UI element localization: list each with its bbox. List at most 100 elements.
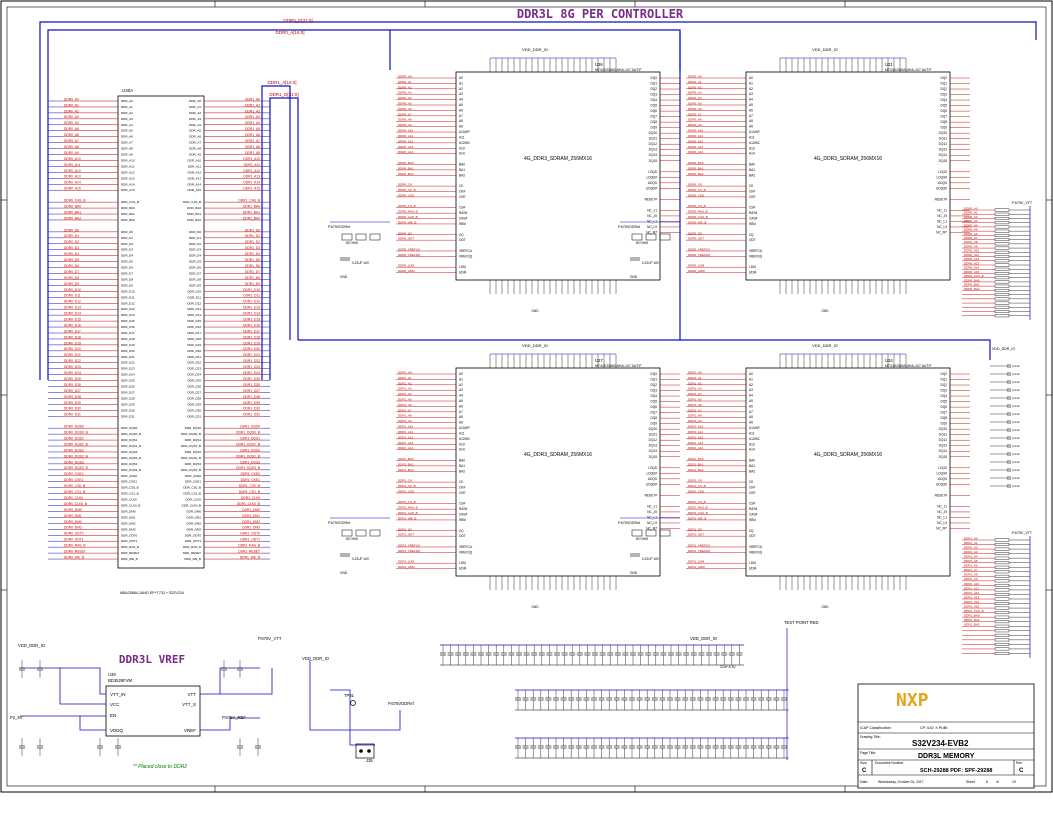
dram-pin: NC_L1 [647, 219, 657, 223]
net-label: DDR0_A8 [688, 118, 702, 122]
dram-pin: LDM [749, 561, 756, 565]
net-label: DDR0_A6 [64, 133, 79, 137]
dram-pin: A10/AP [749, 130, 760, 134]
dram-pin: NC_L1 [937, 515, 947, 519]
pin-name: DDR_D8 [189, 277, 201, 281]
net-label: DDR0_CS_B [398, 204, 416, 208]
dram-pin: DQ0 [940, 76, 947, 80]
net-label: DDR1_RAS_B [238, 544, 260, 548]
sheet-label: Sheet [966, 780, 975, 784]
net-label: DDR0_A6 [688, 107, 702, 111]
dram-pin: A1 [749, 81, 753, 85]
dram-pin: RAS# [749, 211, 758, 215]
net-label: DDR0_D13 [64, 306, 81, 310]
net-label: DDR1_A2 [964, 545, 978, 549]
pin-name: DDR_D1 [121, 236, 133, 240]
net-label: DDR1_A2 [245, 109, 260, 113]
net-label: TEST POINT RED [784, 620, 819, 625]
dram-pin: A8 [459, 415, 463, 419]
pin-name: DDR_D17 [121, 331, 135, 335]
net-label: DDR0_CKE [398, 193, 414, 197]
dram-pin: A12/BC [459, 437, 471, 441]
dram-pin: A13 [459, 146, 465, 150]
controller-u30a: U30A MBA25684-1ANG EP+T733 + S32V234 DDR… [48, 88, 270, 595]
dram-pin: CAS# [749, 513, 758, 517]
net-label: DDR0_ZQ [688, 231, 703, 235]
pin-name: DDR_DM1 [121, 515, 136, 519]
pin-name: DDR_DQS2_B [121, 456, 141, 460]
net-label: P.675V_VTT [258, 636, 282, 641]
dram-pin: RESET# [645, 493, 658, 497]
pin-name: DDR_D27 [187, 390, 201, 394]
net-label: DDR0_A6 [398, 107, 412, 111]
net-label: DDR0_DQS1_B [64, 442, 89, 446]
dram-pin: A7 [459, 114, 463, 118]
net-label: GND [630, 571, 638, 575]
net-label: DDR1_BA2 [688, 468, 704, 472]
pin-name: DDR_A15 [187, 188, 201, 192]
pin-name: DDR_D24 [187, 373, 201, 377]
nxp-logo: NXP [896, 690, 929, 711]
dram-pin: A14 [459, 152, 465, 156]
net-label: DDR1_A7 [245, 139, 260, 143]
net-label: DDR0_BA1 [64, 210, 81, 214]
dram-pin: A4 [749, 394, 753, 398]
dram-pin: DQ1 [940, 378, 947, 382]
net-label: P.675VDDRef [618, 225, 640, 229]
net-label: DDR0_BA2 [964, 287, 980, 291]
dram-pin: DQ7 [650, 115, 657, 119]
dram-pin: A4 [459, 98, 463, 102]
net-label: DDR0_LDM [688, 264, 705, 268]
dram-pin: DQ11 [939, 433, 947, 437]
pin-name: DDR_BA2 [121, 218, 135, 222]
sheet-number: 8 [986, 780, 988, 784]
dram-pin: A0 [749, 372, 753, 376]
dram-pin: A3 [749, 92, 753, 96]
part-value: 0.22UF 16V [642, 261, 660, 265]
net-label: DDR1_A13 [964, 595, 980, 599]
pin-name: DDR_A11 [188, 164, 202, 168]
dram-pin: A1 [459, 377, 463, 381]
dram-pin: LDM [749, 265, 756, 269]
net-label: DDR0_CAS_B [964, 274, 984, 278]
dram-part: MT41K256M16HA-107 AUT:P [885, 68, 932, 72]
net-label: DDR1_ZQ [398, 527, 413, 531]
net-label: DDR1_UDM [688, 565, 705, 569]
dram-pin: A0 [459, 76, 463, 80]
dram-pin: RESET# [645, 197, 658, 201]
net-label: GND [630, 275, 638, 279]
pin-name: DDR_D18 [187, 337, 201, 341]
jumper-ref: J35 [366, 758, 373, 763]
net-label: DDR0_A12 [398, 139, 414, 143]
pin-name: DDR_D24 [121, 373, 135, 377]
decoupling-capacitor-bank: TEST POINT RED VDD_DDR_IO 22uF 6.3V [440, 620, 819, 760]
pin-name: DDR_D26 [121, 385, 135, 389]
dram-type: 4G_DDR3_SDRAM_256MX16 [524, 452, 592, 458]
dram-ref: U31 [885, 62, 893, 67]
net-label: DDR0_A12 [964, 257, 980, 261]
dram-pin: DQ4 [940, 98, 947, 102]
dram-type: 4G_DDR3_SDRAM_256MX16 [524, 156, 592, 162]
net-label: DDR0_D27 [64, 389, 81, 393]
dram-pin: BA2 [749, 469, 755, 473]
net-label: GND [340, 275, 348, 279]
net-label: DDR1_D15 [243, 318, 260, 322]
dram-pin: DQ0 [940, 372, 947, 376]
dram-pin: CS# [749, 206, 755, 210]
net-label: DDR1_D22 [243, 359, 260, 363]
dram-pin: VREFCA [459, 249, 473, 253]
dram-pin: CK# [459, 190, 465, 194]
net-label: DDR1_BA2 [243, 216, 260, 220]
pin-name: DDR_D29 [187, 402, 201, 406]
net-label: DDR0_UDM [398, 269, 415, 273]
net-label: DDR1_A9 [688, 419, 702, 423]
net-label: DDR1_D3 [245, 246, 260, 250]
pin-name: DDR_CKE1 [121, 480, 137, 484]
net-label: DDR1_D1 [245, 234, 260, 238]
size-value: C [862, 768, 867, 774]
dram-pin: VREFDQ [749, 550, 763, 554]
dram-pin: A11 [459, 431, 465, 435]
net-label: DDR1_A11 [688, 430, 703, 434]
dram-pin: DQ8 [940, 120, 947, 124]
pin-name: DDR_D15 [121, 319, 135, 323]
